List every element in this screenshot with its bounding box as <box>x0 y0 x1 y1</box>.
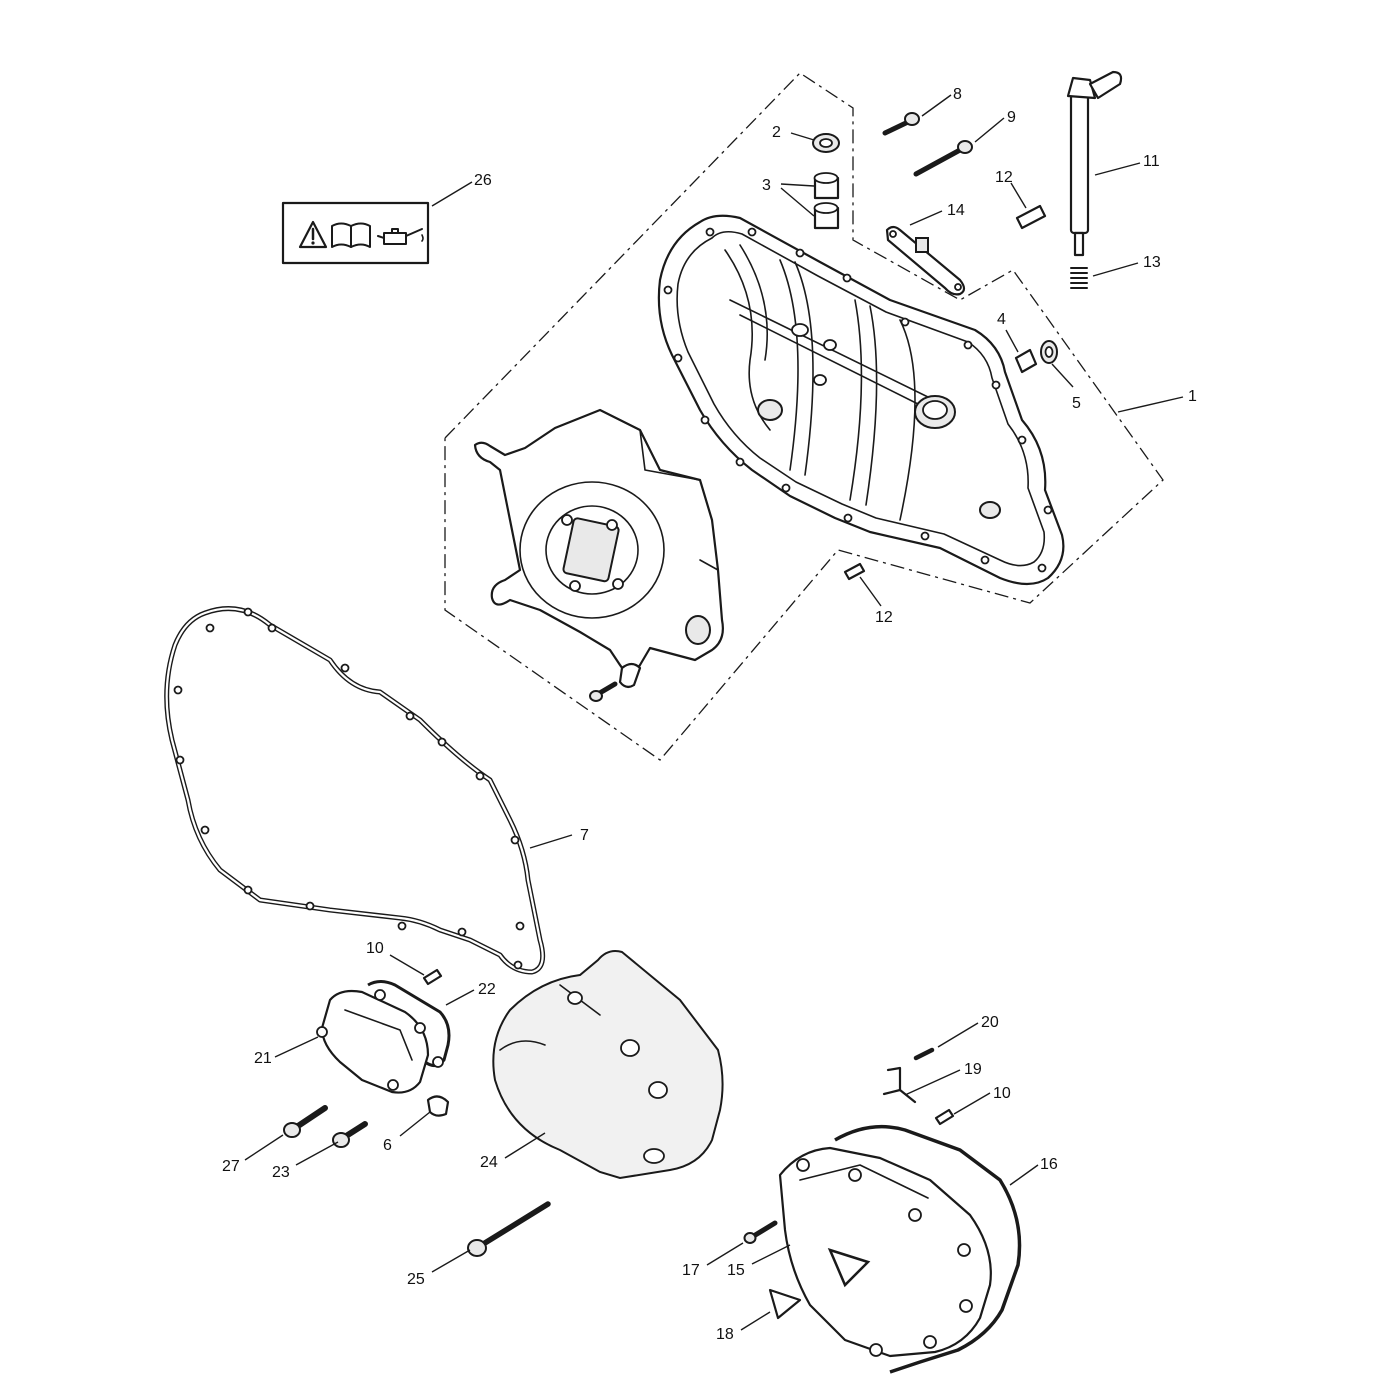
dipstick <box>1066 70 1123 257</box>
screw-17 <box>743 1220 778 1244</box>
callout-20: 20 <box>981 1014 999 1031</box>
callout-21: 21 <box>254 1050 272 1067</box>
callout-7: 7 <box>580 827 589 844</box>
callout-17: 17 <box>682 1262 700 1279</box>
warning-triangle-icon <box>298 220 328 249</box>
dowel-pin-lower <box>843 562 866 581</box>
plate-screw <box>589 662 642 702</box>
callout-2: 2 <box>772 124 781 141</box>
callout-15: 15 <box>727 1262 745 1279</box>
pin-right <box>934 1108 955 1126</box>
small-bush <box>1014 348 1038 374</box>
inner-cover-plate <box>473 408 724 674</box>
cover-gasket <box>164 606 546 975</box>
oil-can-icon <box>377 228 424 245</box>
callout-27: 27 <box>222 1158 240 1175</box>
callout-16: 16 <box>1040 1156 1058 1173</box>
warning-label-decal <box>281 201 430 265</box>
callout-labels: 1 2 3 4 5 6 7 8 9 10 10 11 12 12 13 14 1… <box>222 86 1197 1343</box>
callout-12-lower: 12 <box>875 609 893 626</box>
outer-engine-cover <box>492 950 724 1180</box>
callout-24: 24 <box>480 1154 498 1171</box>
mounting-bracket <box>885 225 966 296</box>
oil-seal <box>812 133 840 153</box>
clutch-cover-outer <box>778 1124 1022 1374</box>
callout-23: 23 <box>272 1164 290 1181</box>
callout-11: 11 <box>1143 153 1160 170</box>
clip <box>426 1095 450 1117</box>
pickup-cover <box>316 980 451 1094</box>
callout-13: 13 <box>1143 254 1161 271</box>
triangle-badge <box>768 1288 802 1320</box>
dowel-pin-upper <box>1015 204 1047 230</box>
short-bolt <box>882 112 920 136</box>
bush-pair <box>813 172 840 230</box>
callout-10-right: 10 <box>993 1085 1011 1102</box>
small-seal <box>1040 340 1058 364</box>
screw-20 <box>913 1047 935 1061</box>
cable-bracket <box>882 1066 917 1104</box>
long-cover-bolt <box>467 1201 551 1257</box>
cover-bolt-holes <box>663 227 1053 573</box>
pin-upper-left <box>422 968 443 986</box>
callout-18: 18 <box>716 1326 734 1343</box>
long-bolt <box>913 140 973 177</box>
callout-6: 6 <box>383 1137 392 1154</box>
callout-22: 22 <box>478 981 496 998</box>
callout-3: 3 <box>762 177 771 194</box>
callout-12-upper: 12 <box>995 169 1013 186</box>
callout-4: 4 <box>997 311 1006 328</box>
spring <box>1070 267 1088 289</box>
bolt-27 <box>283 1105 328 1138</box>
callout-9: 9 <box>1007 109 1016 126</box>
bolt-23 <box>332 1121 368 1148</box>
assembly-boundary <box>444 72 1164 761</box>
callout-10-upper: 10 <box>366 940 384 957</box>
callout-19: 19 <box>964 1061 982 1078</box>
callout-14: 14 <box>947 202 965 219</box>
callout-5: 5 <box>1072 395 1081 412</box>
leader-lines <box>244 94 1184 1331</box>
clutch-cover-main <box>657 214 1065 586</box>
manual-book-icon <box>331 222 371 248</box>
callout-25: 25 <box>407 1271 425 1288</box>
callout-26: 26 <box>474 172 492 189</box>
callout-8: 8 <box>953 86 962 103</box>
callout-1: 1 <box>1188 388 1197 405</box>
